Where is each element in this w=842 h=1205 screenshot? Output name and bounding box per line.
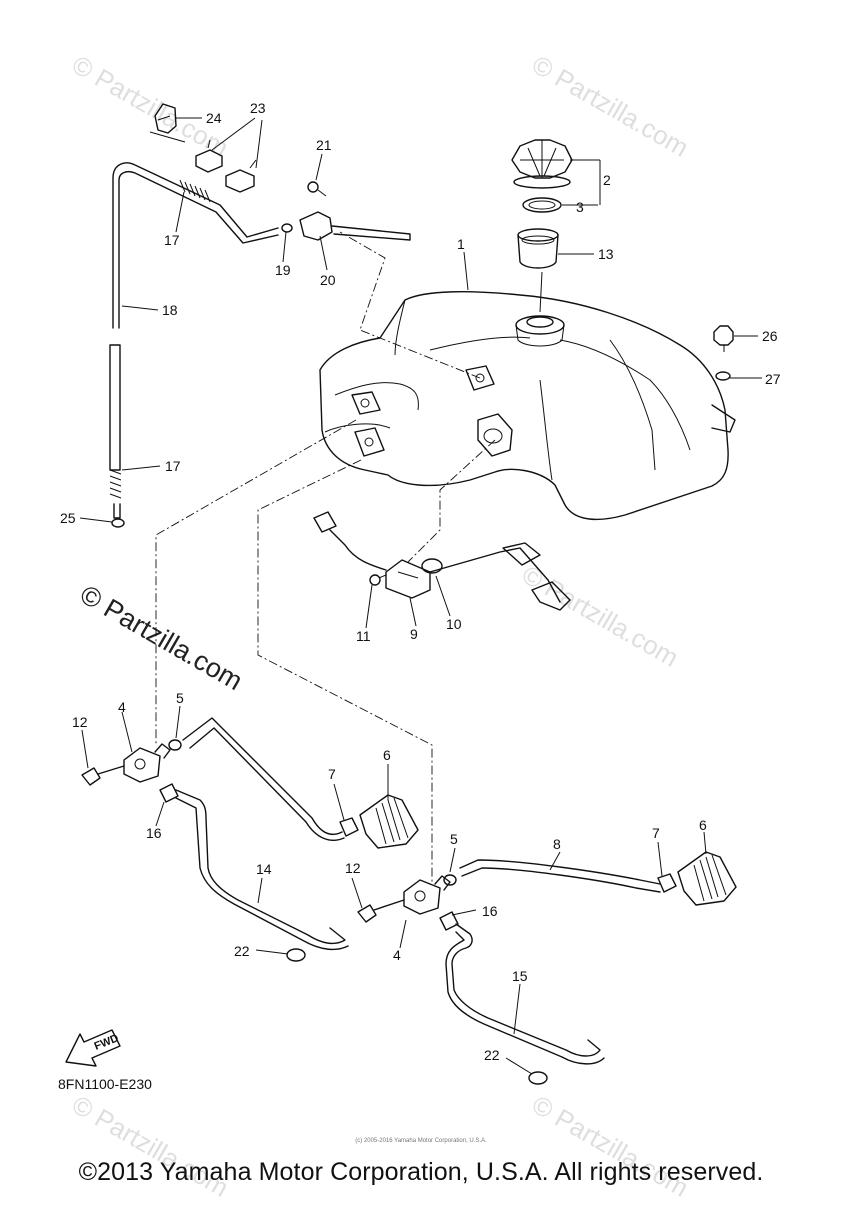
hose-cap (111, 518, 125, 528)
cap-gasket (522, 197, 562, 213)
tank-washer (715, 371, 731, 381)
clip-22-right (528, 1071, 548, 1085)
callout-20: 20 (320, 272, 336, 288)
callout-16-left: 16 (146, 825, 162, 841)
fuel-cock-right (403, 875, 451, 915)
callout-11: 11 (356, 628, 371, 644)
fwd-label: FWD (93, 1032, 121, 1053)
clip-22-left (286, 948, 306, 962)
sender-screw (369, 574, 387, 586)
callout-19: 19 (275, 262, 291, 278)
fuel-sender (313, 511, 571, 611)
callout-18: 18 (162, 302, 178, 318)
breather-hose-lower (109, 344, 122, 519)
callout-10: 10 (446, 616, 462, 632)
valve-screw (307, 181, 327, 197)
fuel-filter-right (677, 851, 737, 906)
callout-16-right: 16 (482, 903, 498, 919)
callout-25: 25 (60, 510, 76, 526)
breather-hose-upper (112, 162, 279, 329)
fuel-hose-right (459, 859, 661, 893)
joint (281, 223, 293, 233)
clip-right-16 (439, 911, 459, 931)
watermark-text: © Partzilla.com (517, 559, 684, 673)
leader-lines (79, 117, 762, 1075)
callout-3: 3 (576, 199, 584, 215)
callout-24: 24 (206, 110, 222, 126)
callout-6-left: 6 (383, 747, 391, 763)
fuel-tank (319, 291, 736, 521)
callout-22-left: 22 (234, 943, 250, 959)
callout-15: 15 (512, 968, 528, 984)
fuel-strainer (517, 228, 559, 269)
fine-print: (c) 2005-2016 Yamaha Motor Corporation, … (355, 1138, 487, 1144)
fuel-cap (511, 139, 573, 189)
callout-27: 27 (765, 371, 781, 387)
grommet-right (443, 874, 457, 886)
callout-14: 14 (256, 861, 272, 877)
hose-clip-lower (225, 159, 257, 193)
callout-7-left: 7 (328, 766, 336, 782)
bolt-left (81, 765, 125, 786)
fwd-arrow-icon: FWD (65, 1029, 121, 1067)
callout-5-right: 5 (450, 831, 458, 847)
callout-13: 13 (598, 246, 614, 262)
callout-labels: 1 2 3 13 26 27 24 23 21 17 18 19 20 17 2… (60, 100, 781, 1063)
tank-bolt (713, 325, 734, 352)
wire-clamp (149, 103, 186, 143)
fuel-filter-left (359, 794, 419, 849)
callout-17-upper: 17 (164, 232, 180, 248)
diagram-code: 8FN1100-E230 (58, 1076, 152, 1092)
callout-17-lower: 17 (165, 458, 181, 474)
callout-5-left: 5 (176, 690, 184, 706)
copyright-footer: ©2013 Yamaha Motor Corporation, U.S.A. A… (78, 1158, 764, 1186)
drain-hose-right (445, 923, 605, 1065)
callout-22-right: 22 (484, 1047, 500, 1063)
watermark-main: © Partzilla.com (75, 579, 248, 696)
watermark-text: © Partzilla.com (527, 49, 694, 163)
clip-left-7 (339, 817, 359, 837)
clip-left-16 (159, 783, 179, 803)
callout-21: 21 (316, 137, 332, 153)
callout-6-right: 6 (699, 817, 707, 833)
hose-clip-upper (195, 139, 223, 173)
clip-right-7 (657, 873, 677, 893)
rollover-valve (299, 211, 411, 241)
grommet-left (168, 739, 182, 751)
sender-gasket (421, 558, 443, 574)
fuel-hose-left (182, 717, 345, 841)
callout-8: 8 (553, 836, 561, 852)
callout-1: 1 (457, 236, 465, 252)
callout-26: 26 (762, 328, 778, 344)
callout-7-right: 7 (652, 825, 660, 841)
drain-hose-left (175, 789, 349, 951)
assembly-guides (155, 231, 496, 885)
bolt-right (357, 899, 405, 923)
fuel-cock-left (123, 743, 171, 783)
callout-2: 2 (603, 172, 611, 188)
callout-23: 23 (250, 100, 266, 116)
callout-12-right: 12 (345, 860, 361, 876)
callout-4-right: 4 (393, 947, 401, 963)
callout-9: 9 (410, 626, 418, 642)
callout-12-left: 12 (72, 714, 88, 730)
callout-4-left: 4 (118, 699, 126, 715)
